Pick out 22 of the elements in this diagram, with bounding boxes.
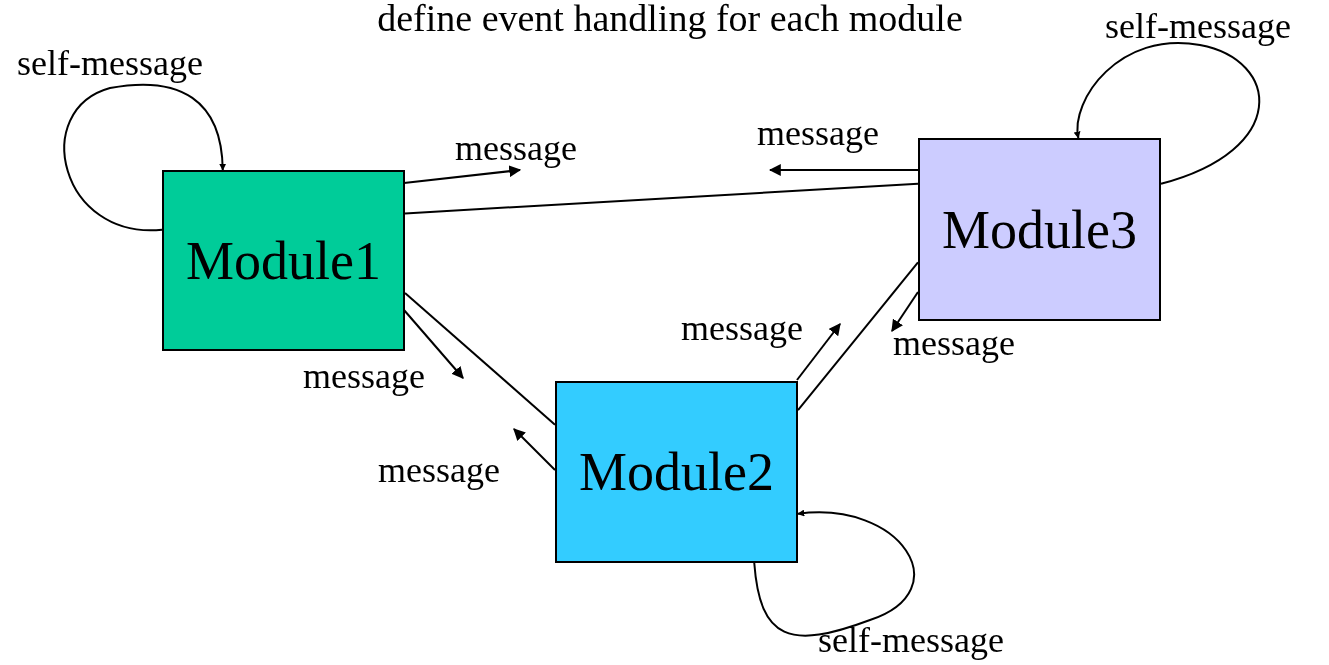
edge-label: self-message [818, 622, 1004, 658]
message-label: message [303, 358, 425, 394]
edge-label: self-message [17, 45, 203, 81]
self-message-arrow [63, 83, 226, 231]
self-message-arrow [753, 510, 915, 637]
module-name: Module3 [942, 198, 1137, 261]
module-box [162, 170, 405, 351]
message-label: message [893, 325, 1015, 361]
module-box [555, 381, 798, 563]
connector-line [404, 182, 919, 215]
title: define event handling for each module [376, 0, 964, 40]
message-label: message [681, 310, 803, 346]
edge-label: self-message [1105, 8, 1291, 44]
connector-line [404, 292, 556, 426]
message-label: message [757, 115, 879, 151]
connector-line [797, 261, 919, 412]
module-name: Module1 [186, 229, 381, 292]
self-message-arrow [1074, 41, 1260, 185]
message-label: message [378, 452, 500, 488]
module-box [918, 138, 1161, 321]
message-label: message [455, 130, 577, 166]
module-name: Module2 [579, 441, 774, 503]
